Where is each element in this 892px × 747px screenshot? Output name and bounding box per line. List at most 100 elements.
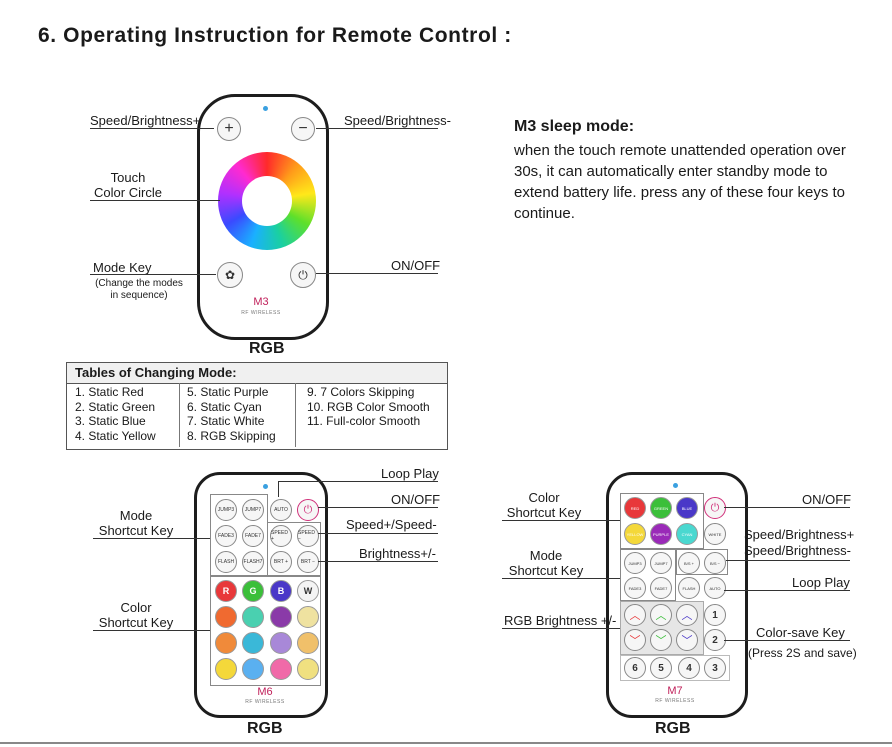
m7-bs-minus-button[interactable]: B/S − bbox=[704, 552, 726, 574]
m7-speed-plus-label: Speed/Brightness+ bbox=[744, 527, 855, 542]
m7-white-button[interactable]: WHITE bbox=[704, 523, 726, 545]
touch-color-circle[interactable] bbox=[218, 152, 316, 250]
sleep-mode-title: M3 sleep mode: bbox=[514, 118, 635, 135]
m6-fade7-button[interactable]: FADE7 bbox=[242, 525, 264, 547]
sleep-mode-body: when the touch remote unattended operati… bbox=[514, 142, 846, 222]
m7-color-save-4-button[interactable]: 4 bbox=[678, 657, 700, 679]
leader-line bbox=[278, 481, 438, 482]
m7-led-indicator bbox=[673, 483, 678, 488]
m6-fade3-button[interactable]: FADE3 bbox=[215, 525, 237, 547]
m3-brand-sub: RF WIRELESS bbox=[241, 310, 281, 316]
leader-line bbox=[93, 538, 210, 539]
m7-rgb-brightness-label: RGB Brightness +/- bbox=[504, 613, 617, 628]
m6-color-button[interactable] bbox=[270, 606, 292, 628]
table-cell: 3. Static Blue bbox=[75, 414, 146, 428]
m7-green-button[interactable]: GREEN bbox=[650, 497, 672, 519]
m7-red-button[interactable]: RED bbox=[624, 497, 646, 519]
m6-color-button[interactable] bbox=[297, 606, 319, 628]
m7-mode-shortcut-label: Mode Shortcut Key bbox=[504, 548, 588, 578]
m7-cyan-button[interactable]: CYAN bbox=[676, 523, 698, 545]
m6-flash7-button[interactable]: FLASH7 bbox=[242, 551, 264, 573]
m6-loop-play-label: Loop Play bbox=[381, 466, 439, 481]
m6-speed-plus-button[interactable]: SPEED + bbox=[270, 525, 292, 547]
m3-mode-note2: in sequence) bbox=[110, 290, 168, 301]
leader-line bbox=[502, 578, 620, 579]
m7-green-up-button[interactable]: ︿ bbox=[650, 604, 672, 626]
m6-caption: RGB bbox=[247, 720, 283, 737]
m6-white-button[interactable]: W bbox=[297, 580, 319, 602]
m6-flash-button[interactable]: FLASH bbox=[215, 551, 237, 573]
m3-speed-minus-label: Speed/Brightness- bbox=[344, 113, 451, 128]
m6-color-button[interactable] bbox=[215, 632, 237, 654]
m7-color-save-1-button[interactable]: 1 bbox=[704, 604, 726, 626]
m3-touch-line1: Touch bbox=[110, 170, 146, 185]
m7-jump3-button[interactable]: JUMP3 bbox=[624, 552, 646, 574]
m7-mode-line2: Shortcut Key bbox=[508, 563, 584, 578]
m6-color-button[interactable] bbox=[242, 606, 264, 628]
m6-blue-button[interactable]: B bbox=[270, 580, 292, 602]
leader-line bbox=[726, 560, 850, 561]
m7-onoff-label: ON/OFF bbox=[802, 492, 852, 507]
m7-color-save-2-button[interactable]: 2 bbox=[704, 629, 726, 651]
m7-purple-button[interactable]: PURPLE bbox=[650, 523, 672, 545]
m6-green-key-label: G bbox=[249, 586, 257, 596]
m6-color-button[interactable] bbox=[270, 658, 292, 680]
m7-bs-plus-button[interactable]: B/S + bbox=[678, 552, 700, 574]
m6-jump3-button[interactable]: JUMP3 bbox=[215, 499, 237, 521]
m7-blue-down-button[interactable]: ﹀ bbox=[676, 629, 698, 651]
m6-brand-logo: M6 bbox=[257, 686, 273, 698]
m6-onoff-label: ON/OFF bbox=[391, 492, 441, 507]
m6-color-button[interactable] bbox=[270, 632, 292, 654]
m6-red-button[interactable]: R bbox=[215, 580, 237, 602]
m6-color-button[interactable] bbox=[242, 658, 264, 680]
m7-flash-button[interactable]: FLASH bbox=[678, 577, 700, 599]
m7-color-shortcut-label: Color Shortcut Key bbox=[502, 490, 586, 520]
table-cell: 1. Static Red bbox=[75, 385, 144, 399]
m3-minus-button[interactable]: − bbox=[291, 117, 315, 141]
m7-blue-up-button[interactable]: ︿ bbox=[676, 604, 698, 626]
m6-brand-sub: RF WIRELESS bbox=[245, 699, 285, 705]
m6-color-button[interactable] bbox=[297, 632, 319, 654]
m6-color-button[interactable] bbox=[297, 658, 319, 680]
m3-touch-label: Touch Color Circle bbox=[90, 170, 166, 200]
m7-fade3-button[interactable]: FADE3 bbox=[624, 577, 646, 599]
m7-red-down-button[interactable]: ﹀ bbox=[624, 629, 646, 651]
m7-power-button[interactable]: ⏻ bbox=[704, 497, 726, 519]
m6-auto-button[interactable]: AUTO bbox=[270, 499, 292, 521]
leader-line bbox=[318, 507, 438, 508]
m6-green-button[interactable]: G bbox=[242, 580, 264, 602]
m7-red-up-button[interactable]: ︿ bbox=[624, 604, 646, 626]
power-icon: ⏻ bbox=[710, 501, 720, 514]
leader-line bbox=[316, 273, 438, 274]
plus-icon: + bbox=[224, 120, 234, 137]
m3-plus-button[interactable]: + bbox=[217, 117, 241, 141]
m7-yellow-button[interactable]: YELLOW bbox=[624, 523, 646, 545]
m3-power-button[interactable]: ⏻ bbox=[290, 262, 316, 288]
m7-color-save-label: Color-save Key bbox=[756, 625, 845, 640]
m6-power-button[interactable]: ⏻ bbox=[297, 499, 319, 521]
m7-color-save-3-button[interactable]: 3 bbox=[704, 657, 726, 679]
m7-auto-button[interactable]: AUTO bbox=[704, 577, 726, 599]
m7-color-save-5-button[interactable]: 5 bbox=[650, 657, 672, 679]
m6-brightness-plus-button[interactable]: BRT + bbox=[270, 551, 292, 573]
m7-color-frame bbox=[620, 493, 704, 549]
m7-fade7-button[interactable]: FADE7 bbox=[650, 577, 672, 599]
m7-green-down-button[interactable]: ﹀ bbox=[650, 629, 672, 651]
leader-line bbox=[90, 200, 220, 201]
m7-jump7-button[interactable]: JUMP7 bbox=[650, 552, 672, 574]
m7-blue-button[interactable]: BLUE bbox=[676, 497, 698, 519]
m6-speed-minus-button[interactable]: SPEED − bbox=[297, 525, 319, 547]
leader-line bbox=[90, 274, 216, 275]
leader-line bbox=[318, 561, 438, 562]
leader-line bbox=[724, 590, 850, 591]
m3-mode-button[interactable]: ✿ bbox=[217, 262, 243, 288]
m6-jump7-button[interactable]: JUMP7 bbox=[242, 499, 264, 521]
m7-color-save-6-button[interactable]: 6 bbox=[624, 657, 646, 679]
m6-color-button[interactable] bbox=[215, 658, 237, 680]
m6-color-button[interactable] bbox=[242, 632, 264, 654]
power-icon: ⏻ bbox=[298, 267, 308, 282]
bottom-divider bbox=[0, 742, 892, 744]
m7-bs-frame bbox=[676, 549, 728, 575]
m6-color-button[interactable] bbox=[215, 606, 237, 628]
m6-brightness-minus-button[interactable]: BRT − bbox=[297, 551, 319, 573]
